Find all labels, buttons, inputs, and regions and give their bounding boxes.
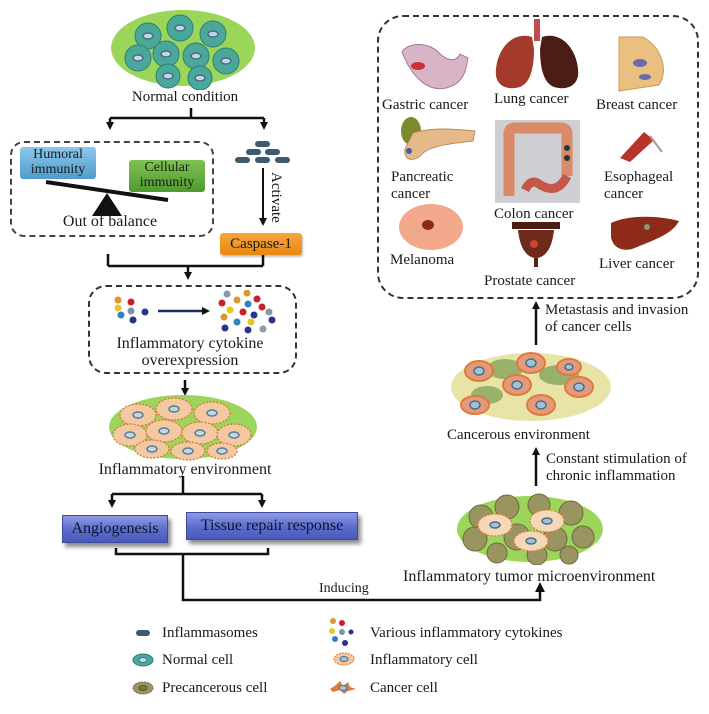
cytokine-overexpression-box bbox=[88, 285, 297, 374]
seesaw-icon bbox=[45, 180, 169, 216]
esophagus-icon bbox=[620, 132, 663, 162]
normal-condition-label: Normal condition bbox=[131, 89, 239, 105]
inducing-label: Inducing bbox=[319, 581, 369, 596]
split-arrow-normal bbox=[106, 108, 268, 130]
stomach-icon bbox=[401, 44, 469, 90]
tissue-repair-response-box: Tissue repair response bbox=[186, 512, 358, 540]
cytokine-overexpression-label: Inflammatory cytokine overexpression bbox=[90, 335, 290, 369]
colon-icon bbox=[495, 120, 580, 203]
cellular-immunity-box: Cellular immunity bbox=[129, 160, 205, 192]
cellular-line-1: Cellular bbox=[144, 160, 190, 175]
legend-inflammatory-cell-label: Inflammatory cell bbox=[370, 652, 478, 668]
split-arrow-env bbox=[108, 476, 266, 508]
legend-inflammasome-icon bbox=[136, 630, 150, 636]
metastasis-label: Metastasis and invasion of cancer cells bbox=[545, 302, 688, 336]
pancreatic-cancer-label: Pancreatic cancer bbox=[391, 169, 453, 203]
cancerous-environment-illustration bbox=[451, 352, 611, 421]
immune-balance-box bbox=[10, 141, 214, 237]
cytokines-many-icon bbox=[218, 290, 276, 334]
inflammasomes-icon bbox=[235, 141, 290, 163]
cellular-line-2: immunity bbox=[139, 175, 195, 190]
activate-label: Activate bbox=[268, 172, 284, 223]
metastasis-line-1: Metastasis and invasion bbox=[545, 302, 689, 318]
humoral-line-1: Humoral bbox=[33, 147, 83, 162]
legend-precancerous-cell-icon bbox=[132, 681, 154, 695]
breast-cancer-label: Breast cancer bbox=[596, 97, 678, 113]
legend-precancerous-cell-label: Precancerous cell bbox=[162, 680, 268, 696]
cytokines-few-icon bbox=[114, 296, 149, 324]
tumor-microenvironment-label: Inflammatory tumor microenvironment bbox=[403, 568, 656, 585]
pancreas-icon bbox=[401, 117, 476, 160]
esophageal-cancer-label: Esophageal cancer bbox=[604, 169, 673, 203]
breast-tissue-icon bbox=[618, 36, 664, 92]
inflammatory-environment-illustration bbox=[109, 395, 257, 461]
legend-inflammatory-cell-icon bbox=[333, 652, 355, 666]
legend-cancer-cell-icon bbox=[330, 681, 356, 694]
lungs-icon bbox=[495, 19, 579, 89]
cytokine-line-2: overexpression bbox=[141, 352, 239, 369]
metastasis-line-2: of cancer cells bbox=[545, 319, 632, 335]
normal-tissue-illustration bbox=[111, 10, 255, 90]
stimulation-line-2: chronic inflammation bbox=[546, 468, 676, 484]
cytokine-line-1: Inflammatory cytokine bbox=[116, 335, 264, 352]
out-of-balance-label: Out of balance bbox=[62, 213, 158, 230]
lung-cancer-label: Lung cancer bbox=[494, 91, 569, 107]
pancreatic-line-2: cancer bbox=[391, 186, 431, 202]
cancerous-environment-label: Cancerous environment bbox=[447, 427, 590, 443]
esophageal-line-1: Esophageal bbox=[604, 169, 674, 185]
liver-cancer-label: Liver cancer bbox=[599, 256, 675, 272]
constant-stimulation-label: Constant stimulation of chronic inflamma… bbox=[546, 451, 687, 485]
legend-normal-cell-icon bbox=[132, 653, 154, 667]
legend-cancer-cell-label: Cancer cell bbox=[370, 680, 438, 696]
humoral-line-2: immunity bbox=[30, 162, 86, 177]
melanoma-label: Melanoma bbox=[390, 252, 455, 268]
esophageal-line-2: cancer bbox=[604, 186, 644, 202]
angiogenesis-box: Angiogenesis bbox=[62, 515, 168, 543]
caspase-1-box: Caspase-1 bbox=[220, 233, 302, 255]
colon-cancer-label: Colon cancer bbox=[494, 206, 574, 222]
cancer-types-box bbox=[377, 15, 699, 299]
legend-cytokines-label: Various inflammatory cytokines bbox=[370, 625, 563, 641]
inducing-connector bbox=[114, 548, 542, 602]
skin-melanoma-icon bbox=[399, 204, 463, 250]
prostate-cancer-label: Prostate cancer bbox=[484, 273, 576, 289]
prostate-icon bbox=[512, 222, 560, 267]
legend-inflammasomes-label: Inflammasomes bbox=[162, 625, 258, 641]
humoral-immunity-box: Humoral immunity bbox=[20, 147, 96, 179]
legend-cytokines-icon bbox=[329, 618, 354, 646]
pancreatic-line-1: Pancreatic bbox=[391, 169, 454, 185]
stimulation-line-1: Constant stimulation of bbox=[546, 451, 687, 467]
merge-arrow-cytokine bbox=[106, 254, 265, 280]
tumor-microenvironment-illustration bbox=[457, 493, 603, 565]
liver-icon bbox=[611, 216, 679, 250]
legend-normal-cell-label: Normal cell bbox=[162, 652, 234, 668]
gastric-cancer-label: Gastric cancer bbox=[382, 97, 469, 113]
inducing-arrowhead bbox=[535, 582, 545, 592]
inflammatory-environment-label: Inflammatory environment bbox=[98, 461, 272, 478]
